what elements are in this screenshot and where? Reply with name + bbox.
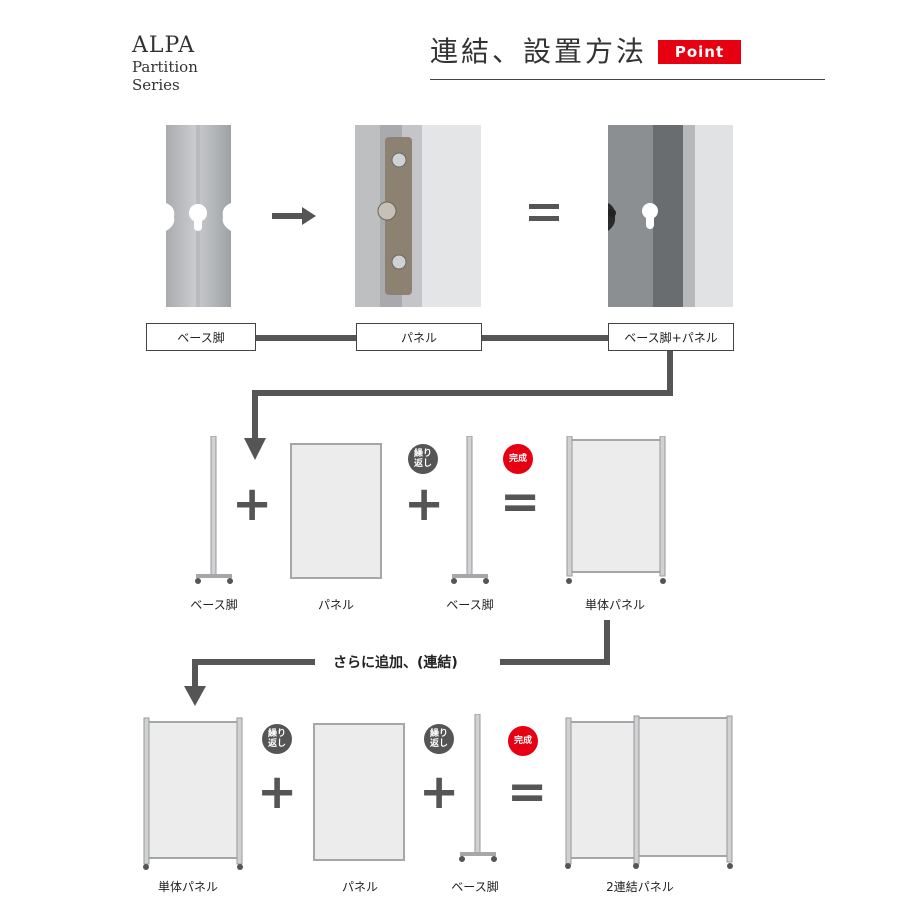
connector-line (255, 335, 357, 341)
plus-sign: + (404, 476, 445, 532)
label-base-leg-plus-panel: ベース脚+パネル (608, 323, 734, 351)
plus-sign: + (419, 764, 460, 820)
flow-arrow-down-left (240, 350, 680, 466)
panel-illustration (313, 723, 405, 865)
flow-arrow-down-left (180, 620, 620, 714)
repeat-badge-text: 繰り返し (413, 449, 432, 469)
base-leg-closeup-photo (166, 125, 231, 307)
caption-base-leg: ベース脚 (451, 880, 499, 894)
caption-panel: パネル (341, 880, 378, 894)
equals-sign: = (507, 764, 548, 820)
panel-illustration (290, 443, 382, 583)
brand-name: ALPA (132, 33, 196, 58)
panel-connector-photo (355, 125, 481, 307)
caption-panel: パネル (317, 598, 354, 612)
repeat-badge-text: 繰り返し (429, 729, 448, 749)
done-badge: 完成 (508, 726, 538, 756)
arrow-right-icon (272, 207, 316, 229)
brand-logo: ALPA Partition Series (132, 33, 198, 95)
done-badge: 完成 (503, 444, 533, 474)
single-panel-illustration (140, 716, 246, 876)
base-leg-illustration (190, 435, 238, 590)
caption-base-leg: ベース脚 (190, 598, 238, 612)
point-badge: Point (658, 40, 741, 64)
equals-icon (529, 204, 559, 226)
connector-line (481, 335, 609, 341)
caption-base-leg: ベース脚 (446, 598, 494, 612)
equals-sign: = (500, 474, 541, 530)
combined-connection-photo (608, 125, 733, 307)
plus-sign: + (232, 476, 273, 532)
repeat-badge: 繰り返し (262, 724, 292, 754)
caption-single-panel: 単体パネル (584, 598, 645, 612)
title-divider (430, 79, 825, 80)
repeat-badge-text: 繰り返し (267, 729, 286, 749)
plus-sign: + (257, 764, 298, 820)
double-panel-illustration (562, 714, 738, 874)
base-leg-illustration (454, 713, 502, 868)
caption-single-panel: 単体パネル (157, 880, 218, 894)
base-leg-illustration (446, 435, 494, 590)
page-title: 連結、設置方法 (430, 35, 648, 68)
label-panel: パネル (356, 323, 482, 351)
brand-subtitle-line1: Partition (132, 58, 198, 76)
single-panel-illustration (563, 435, 669, 590)
label-base-leg: ベース脚 (146, 323, 256, 351)
flow-label: さらに追加、(連結) (333, 655, 458, 671)
repeat-badge: 繰り返し (424, 724, 454, 754)
repeat-badge: 繰り返し (408, 444, 438, 474)
caption-double-panel: 2連結パネル (606, 880, 674, 894)
brand-subtitle-line2: Series (132, 76, 180, 94)
